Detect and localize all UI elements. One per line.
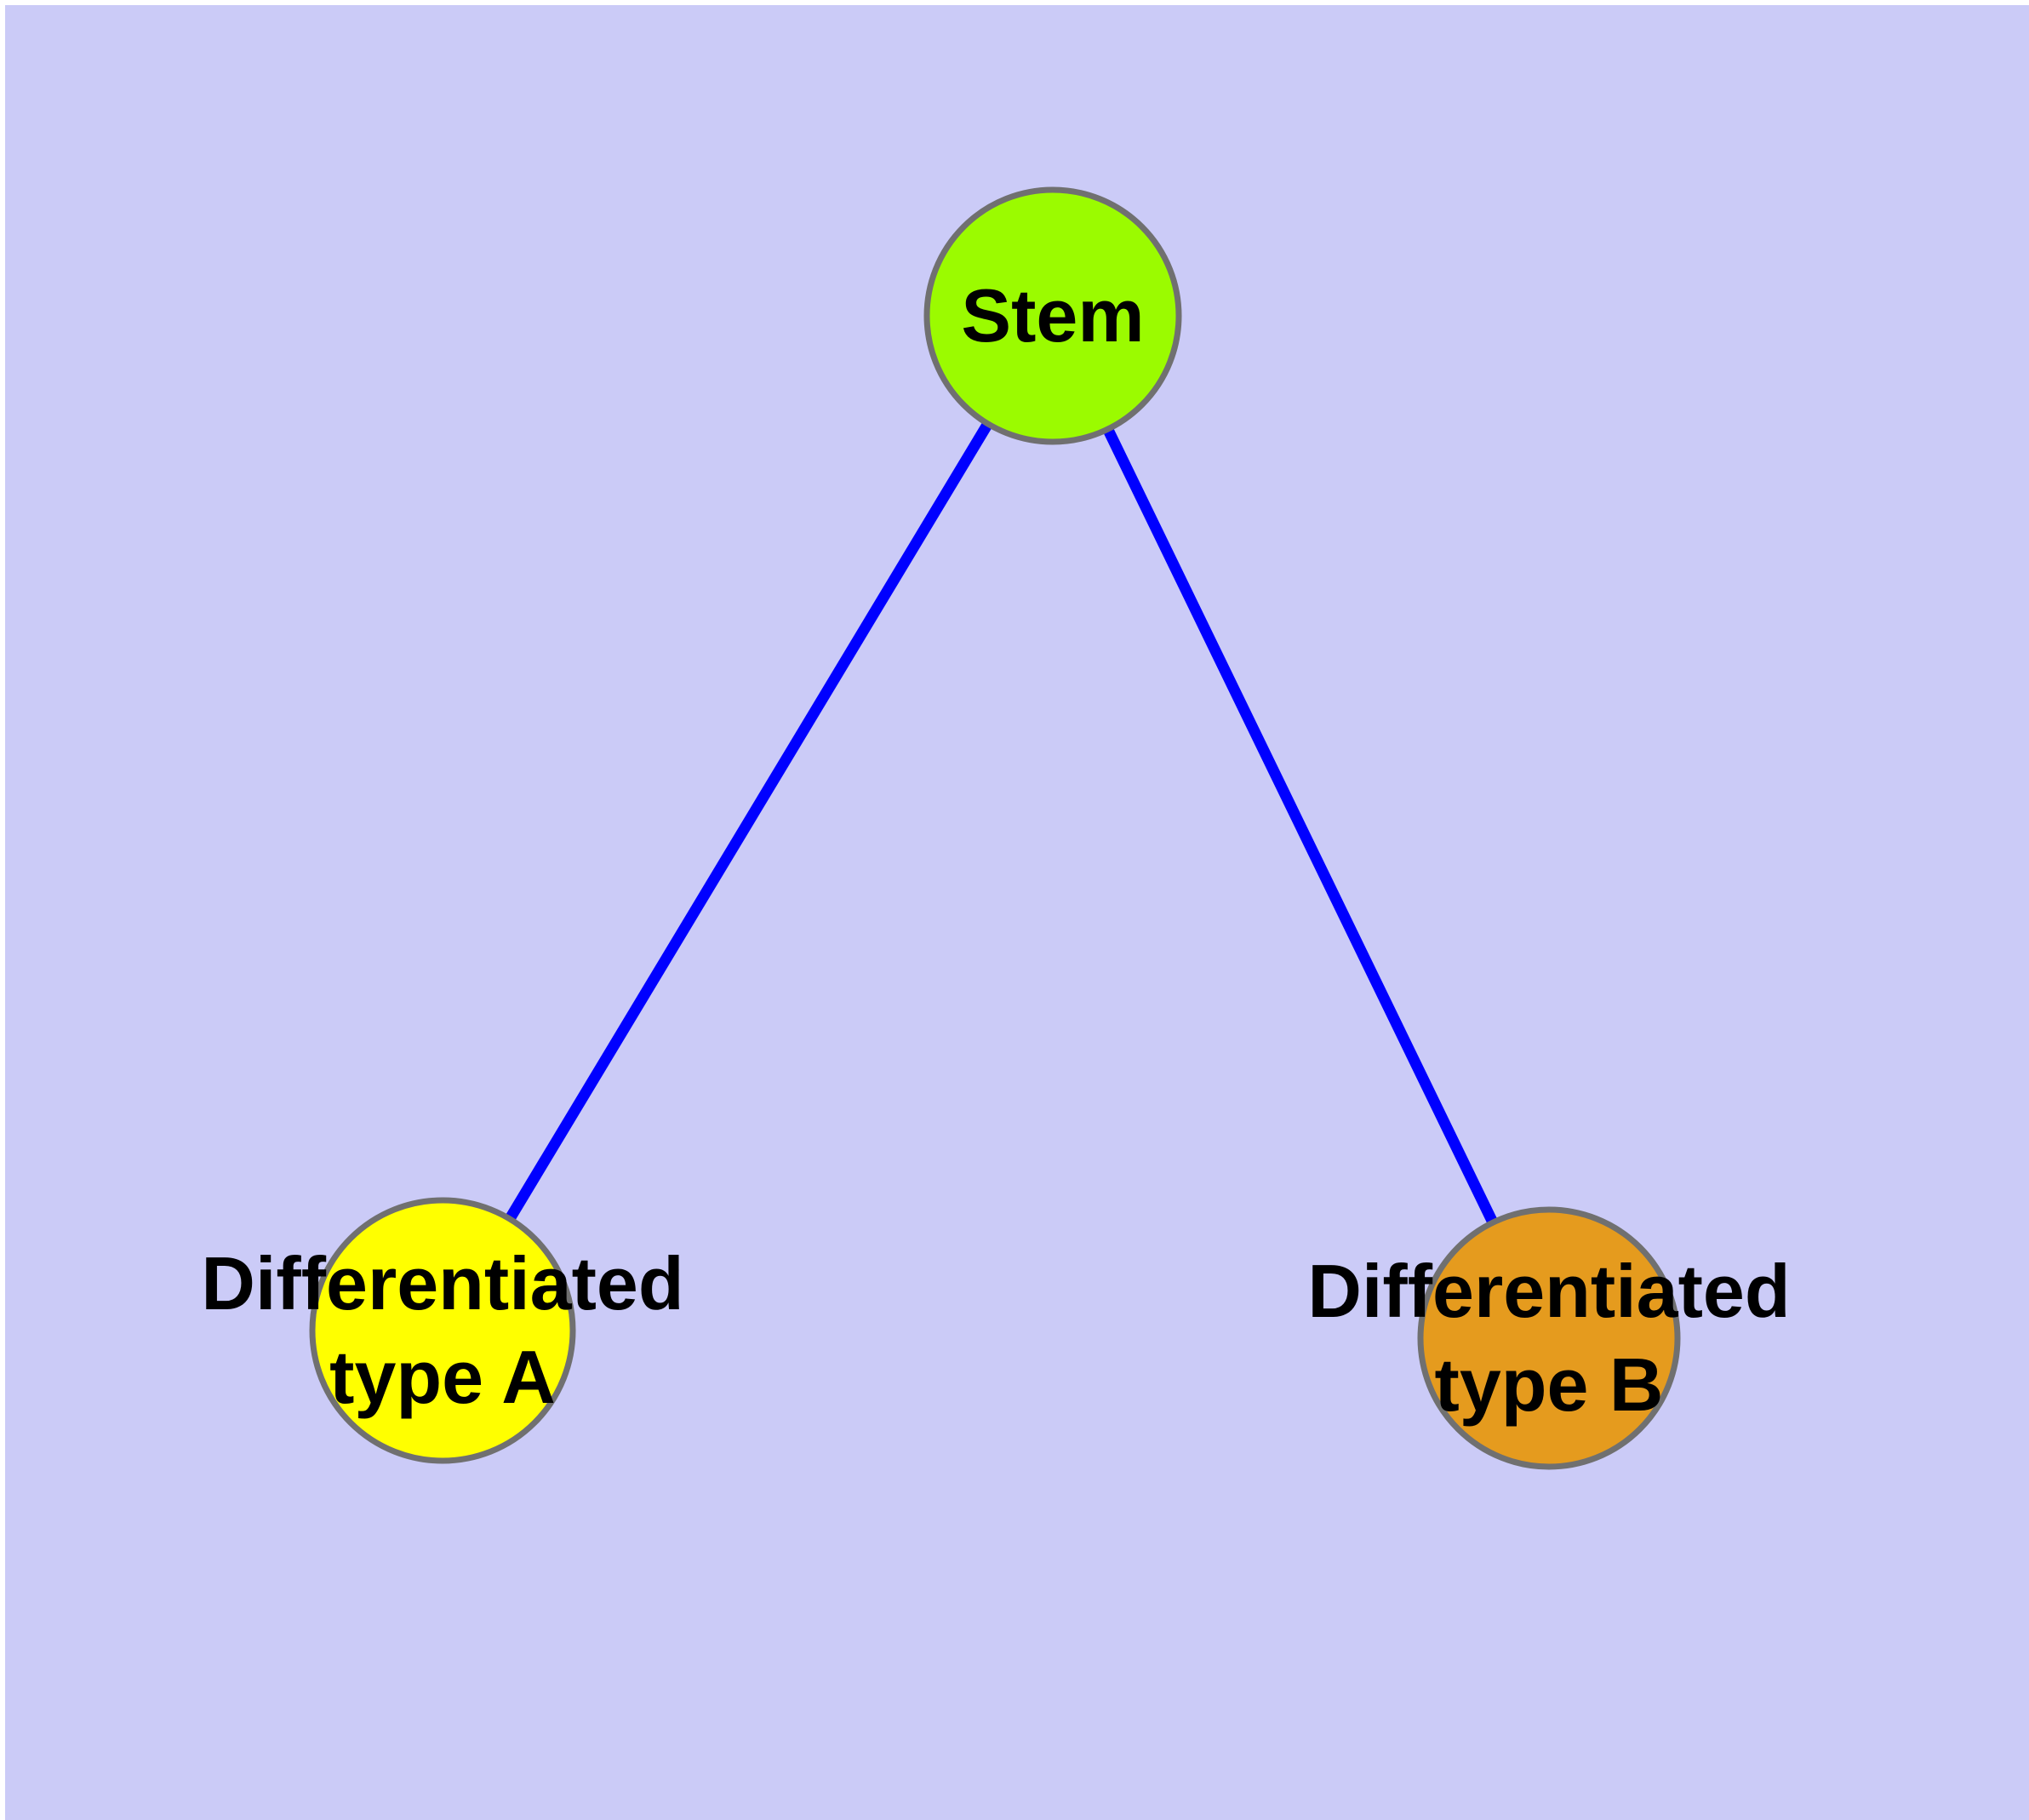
node-stem — [923, 186, 1182, 445]
node-differentiated-type-a — [309, 1197, 576, 1464]
edge-stem-to-differentiated-type-a — [437, 312, 1058, 1334]
edge-stem-to-differentiated-type-b — [1048, 313, 1554, 1341]
node-differentiated-type-b — [1417, 1206, 1681, 1470]
